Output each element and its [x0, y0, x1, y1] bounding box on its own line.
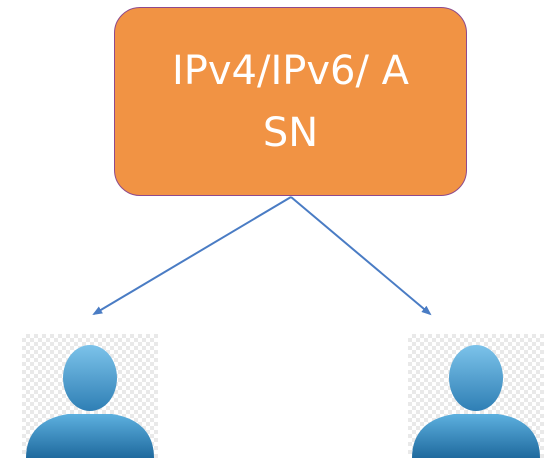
resource-node: IPv4/IPv6/ ASN	[114, 7, 467, 196]
user-icon	[26, 345, 154, 458]
user-left	[22, 334, 158, 458]
user-icon	[412, 345, 540, 458]
resource-label: IPv4/IPv6/ ASN	[171, 47, 410, 156]
user-right	[408, 334, 544, 458]
arrow-to-right-user	[290, 196, 432, 316]
arrow-to-left-user	[92, 196, 292, 316]
